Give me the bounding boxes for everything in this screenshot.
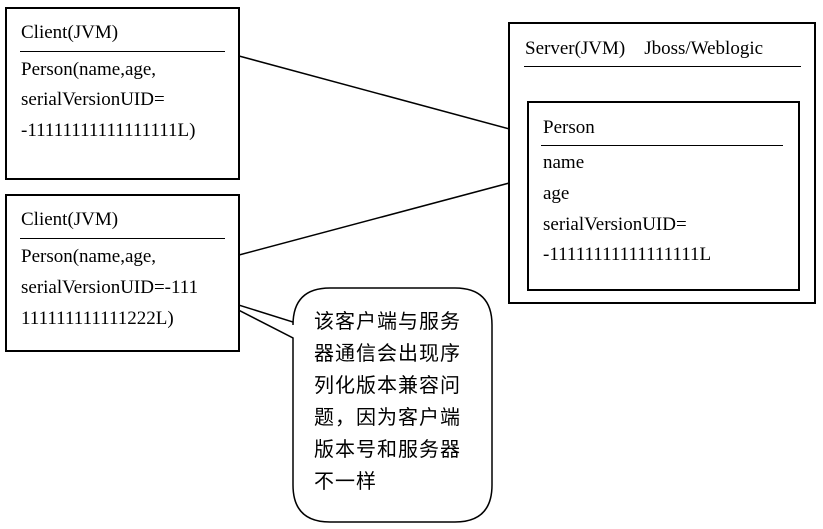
server-person-field-uid-value: -11111111111111111L <box>543 244 712 265</box>
client1-box: Client(JVM) Person(name,age, serialVersi… <box>5 7 240 180</box>
callout-line4: 题，因为客户端 <box>314 405 461 429</box>
server-person-field-uid-label: serialVersionUID= <box>543 214 687 235</box>
client2-line1: Person(name,age, <box>21 246 157 267</box>
client2-line3: 111111111111222L) <box>21 308 174 329</box>
server-person-field-age: age <box>543 183 570 204</box>
connector-client1-server <box>238 55 529 135</box>
server-box: Server(JVM) Jboss/Weblogic Person name a… <box>508 22 816 304</box>
connector-client2-server <box>238 177 529 256</box>
callout-line5: 版本号和服务器 <box>314 437 461 461</box>
client1-divider <box>20 51 225 52</box>
client1-line3: -11111111111111111L) <box>21 120 196 141</box>
callout-line2: 器通信会出现序 <box>314 341 461 365</box>
callout-line1: 该客户端与服务 <box>314 309 461 333</box>
client1-title: Client(JVM) <box>21 22 119 43</box>
server-person-title: Person <box>543 117 595 138</box>
server-divider <box>524 66 801 67</box>
callout-line3: 列化版本兼容问 <box>314 373 461 397</box>
callout-bubble <box>212 287 493 523</box>
client1-line2: serialVersionUID= <box>21 89 165 110</box>
server-title: Server(JVM) Jboss/Weblogic <box>525 38 764 59</box>
client2-divider <box>20 238 225 239</box>
server-person-divider <box>541 145 783 146</box>
callout-line6: 不一样 <box>314 469 377 493</box>
callout-text: 该客户端与服务 器通信会出现序 列化版本兼容问 题，因为客户端 版本号和服务器 … <box>314 305 461 497</box>
server-person-field-name: name <box>543 152 585 173</box>
client2-title: Client(JVM) <box>21 209 119 230</box>
server-person-box: Person name age serialVersionUID= -11111… <box>527 101 800 291</box>
client1-line1: Person(name,age, <box>21 59 157 80</box>
client2-box: Client(JVM) Person(name,age, serialVersi… <box>5 194 240 352</box>
client2-line2: serialVersionUID=-111 <box>21 277 199 298</box>
